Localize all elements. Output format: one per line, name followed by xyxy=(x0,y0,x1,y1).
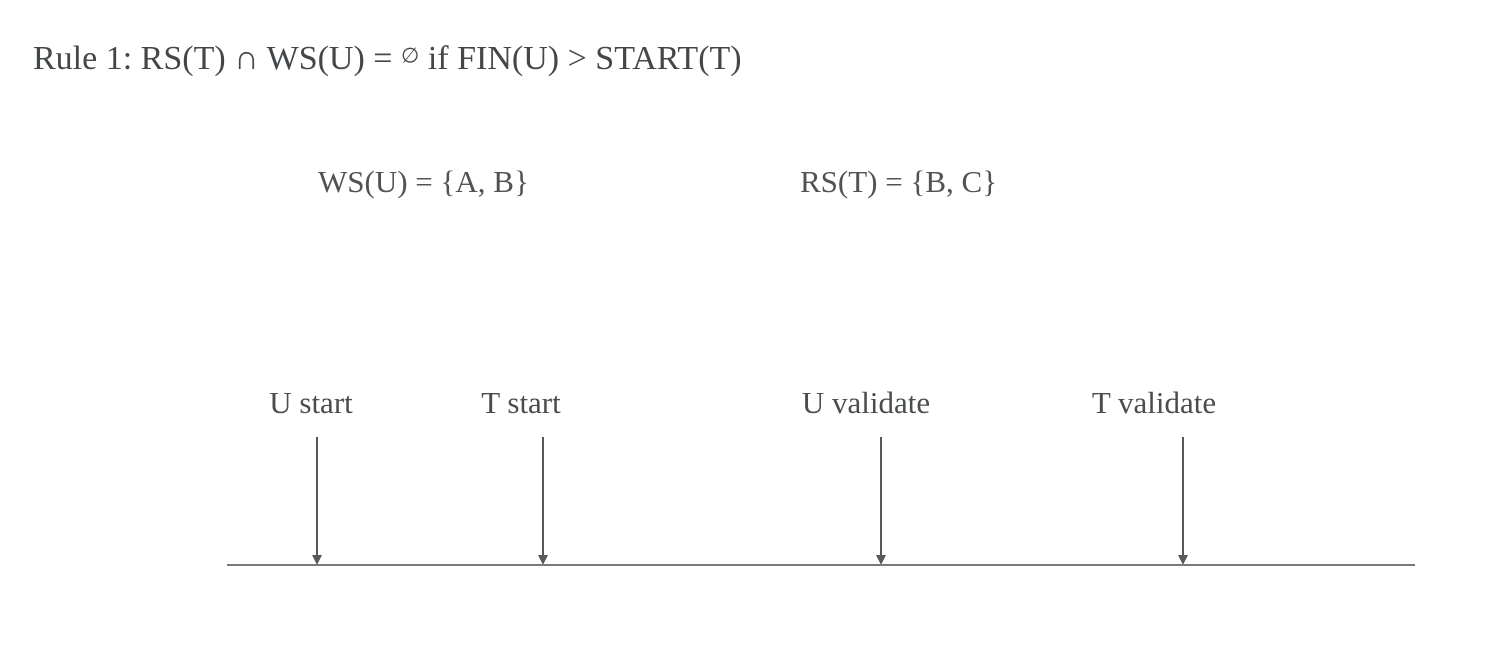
arrow-head xyxy=(312,555,322,565)
down-arrow-icon xyxy=(1178,437,1188,565)
arrow-head xyxy=(876,555,886,565)
rule-title-suffix: if FIN(U) > START(T) xyxy=(419,40,742,77)
arrow-stem xyxy=(880,437,882,556)
timeline-axis xyxy=(227,564,1415,566)
arrow-head xyxy=(538,555,548,565)
arrow-stem xyxy=(1182,437,1184,556)
timeline-event-label-u-validate: U validate xyxy=(801,385,931,420)
read-set-label: RS(T) = {B, C} xyxy=(800,164,998,199)
rule-title: Rule 1: RS(T) ∩ WS(U) = ∅ if FIN(U) > ST… xyxy=(33,38,742,81)
down-arrow-icon xyxy=(538,437,548,565)
arrow-head xyxy=(1178,555,1188,565)
write-set-label: WS(U) = {A, B} xyxy=(318,164,529,199)
timeline-event-label-t-start: T start xyxy=(481,385,561,420)
timeline-event-label-u-start: U start xyxy=(269,385,353,420)
arrow-stem xyxy=(316,437,318,556)
down-arrow-icon xyxy=(876,437,886,565)
arrow-stem xyxy=(542,437,544,556)
down-arrow-icon xyxy=(312,437,322,565)
empty-set-symbol: ∅ xyxy=(400,43,420,68)
rule-title-prefix: Rule 1: RS(T) ∩ WS(U) = xyxy=(33,40,401,77)
timeline-event-label-t-validate: T validate xyxy=(1091,385,1217,420)
